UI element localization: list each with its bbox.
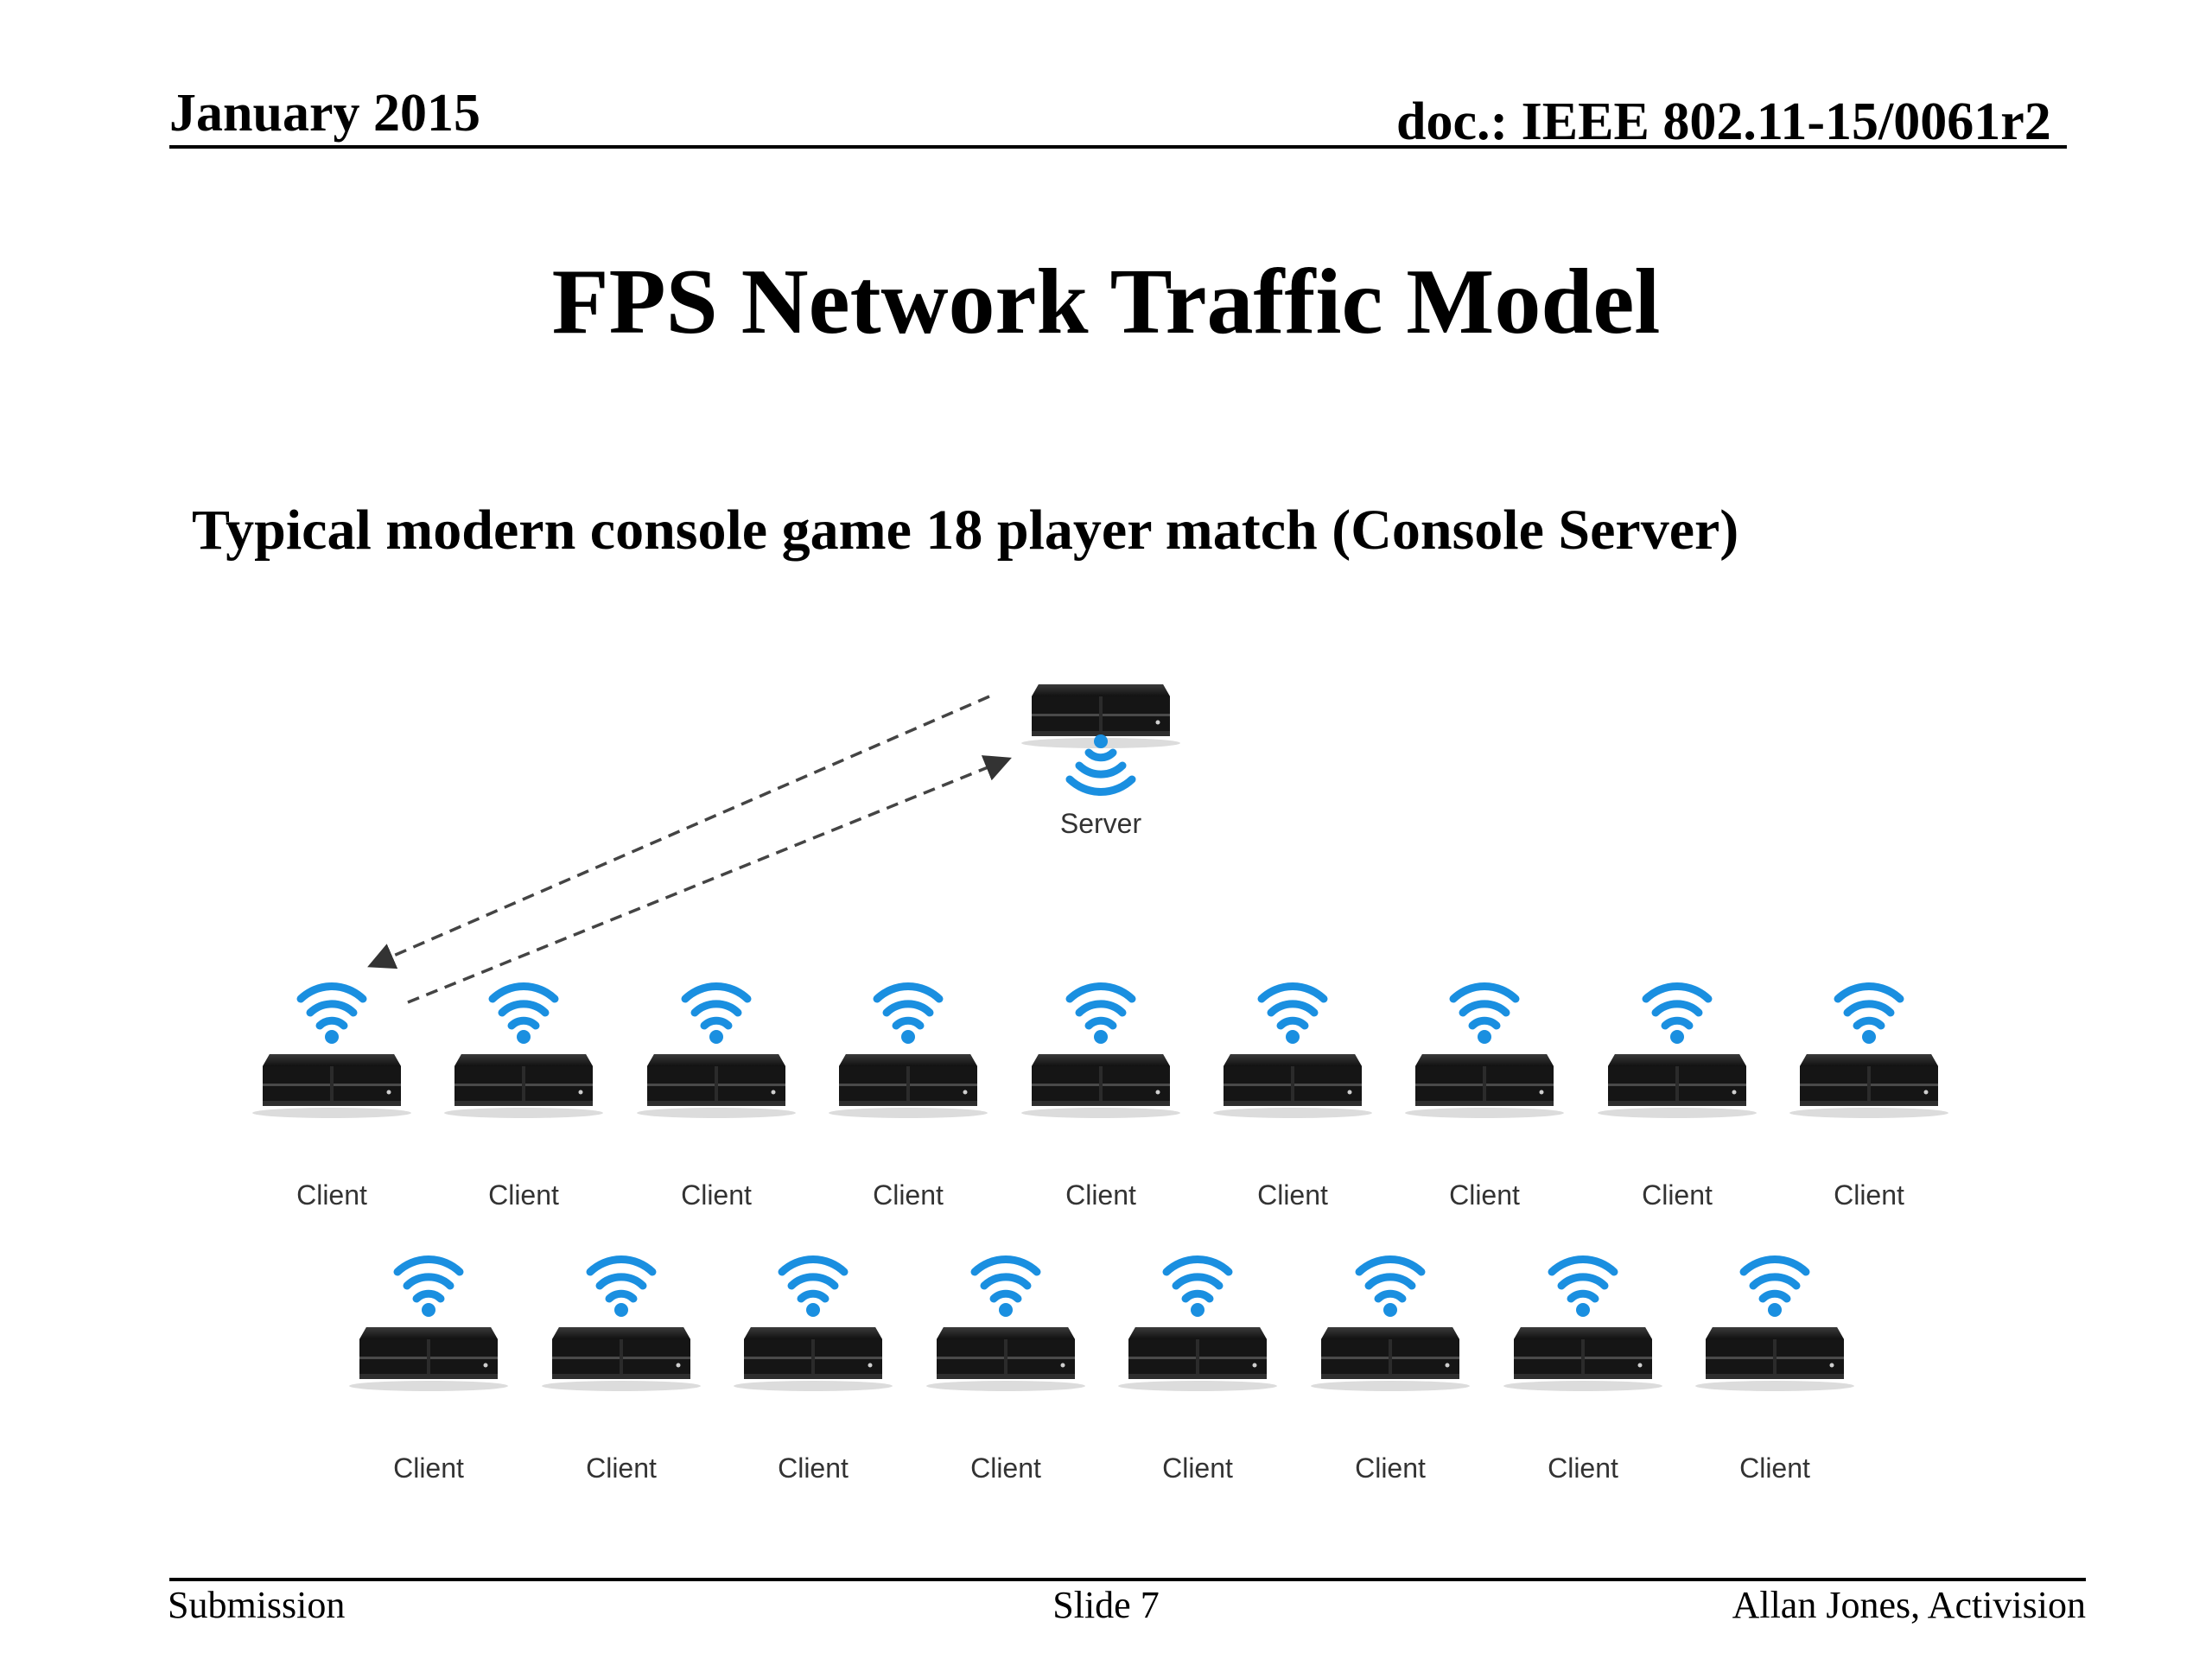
game-console-icon [349,1327,508,1391]
wifi-icon [1744,1260,1806,1317]
client-label: Client [586,1452,657,1484]
wifi-icon [590,1260,652,1317]
wifi-icon [877,987,939,1044]
header-date: January 2015 [169,84,480,143]
wifi-icon [782,1260,844,1317]
client-node: Client [1789,987,1948,1211]
slide-title: FPS Network Traffic Model [551,251,1661,353]
header-doc-id: doc.: IEEE 802.11-15/0061r2 [1396,92,2051,151]
game-console-icon [637,1054,796,1118]
game-console-icon [926,1327,1085,1391]
game-console-icon [1405,1054,1564,1118]
client-node: Client [1503,1260,1662,1484]
client-node: Client [637,987,796,1211]
game-console-icon [829,1054,988,1118]
game-console-icon [1503,1327,1662,1391]
client-node: Client [1118,1260,1277,1484]
client-node: Client [829,987,988,1211]
client-label: Client [488,1179,559,1211]
client-node: Client [926,1260,1085,1484]
client-node: Client [542,1260,701,1484]
wifi-icon [1359,1260,1421,1317]
server-label: Server [1060,808,1142,839]
server-node: Server [1021,684,1180,839]
client-label: Client [1642,1179,1713,1211]
wifi-icon [1838,987,1900,1044]
server-to-client-arrow [367,695,990,969]
client-label: Client [681,1179,752,1211]
wifi-icon [397,1260,460,1317]
client-node: Client [1021,987,1180,1211]
game-console-icon [1021,1054,1180,1118]
client-label: Client [1739,1452,1810,1484]
client-label: Client [1548,1452,1618,1484]
slide-subtitle: Typical modern console game 18 player ma… [192,499,1739,562]
wifi-icon [1166,1260,1229,1317]
client-label: Client [1834,1179,1904,1211]
client-label: Client [1162,1452,1233,1484]
footer-rule [169,1578,2086,1581]
wifi-icon [493,987,555,1044]
client-node: Client [734,1260,893,1484]
game-console-icon [444,1054,603,1118]
game-console-icon [1598,1054,1757,1118]
client-node: Client [349,1260,508,1484]
footer-left: Submission [168,1584,346,1626]
client-label: Client [1257,1179,1328,1211]
wifi-icon [1453,987,1516,1044]
wifi-icon [1552,1260,1614,1317]
client-label: Client [970,1452,1041,1484]
client-node: Client [252,987,411,1211]
client-label: Client [873,1179,944,1211]
game-console-icon [734,1327,893,1391]
client-label: Client [1449,1179,1520,1211]
wifi-icon [1646,987,1708,1044]
client-node: Client [1598,987,1757,1211]
wifi-icon [685,987,747,1044]
game-console-icon [252,1054,411,1118]
game-console-icon [542,1327,701,1391]
game-console-icon [1311,1327,1470,1391]
wifi-icon [1070,987,1132,1044]
header-rule [169,145,2067,149]
footer-slide-number: Slide 7 [1052,1584,1160,1626]
client-label: Client [393,1452,464,1484]
game-console-icon [1695,1327,1854,1391]
client-node: Client [444,987,603,1211]
wifi-icon [301,987,363,1044]
game-console-icon [1213,1054,1372,1118]
client-node: Client [1695,1260,1854,1484]
wifi-icon [1262,987,1324,1044]
client-label: Client [778,1452,849,1484]
footer-author: Allan Jones, Activision [1732,1584,2086,1626]
client-node: Client [1311,1260,1470,1484]
client-label: Client [296,1179,367,1211]
client-to-server-arrow [407,755,1012,1004]
game-console-icon [1789,1054,1948,1118]
client-node: Client [1405,987,1564,1211]
client-node: Client [1213,987,1372,1211]
game-console-icon [1118,1327,1277,1391]
client-label: Client [1355,1452,1426,1484]
client-label: Client [1065,1179,1136,1211]
wifi-icon [975,1260,1037,1317]
